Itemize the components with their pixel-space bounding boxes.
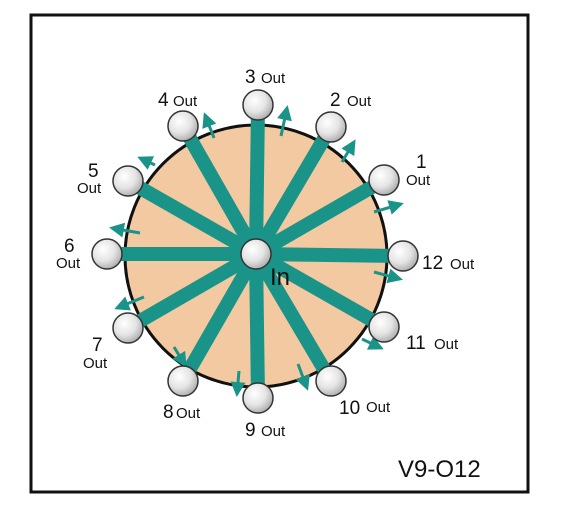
port-number-9: 9 [245, 420, 256, 441]
outflow-arrow-2 [340, 139, 356, 163]
port-out-label-6: Out [56, 255, 81, 272]
port-number-2: 2 [330, 90, 341, 111]
outlet-port-11 [368, 311, 400, 343]
port-out-label-12: Out [450, 256, 475, 273]
port-out-label-2: Out [347, 93, 372, 110]
port-out-label-1: Out [406, 172, 431, 189]
port-number-3: 3 [245, 67, 256, 88]
inlet-port [240, 238, 272, 270]
port-number-1: 1 [416, 152, 427, 173]
flow-channel-3 [249, 104, 265, 255]
outlet-ports [91, 89, 419, 414]
outflow-arrow-11 [361, 336, 384, 350]
port-number-8: 8 [163, 402, 174, 423]
port-number-4: 4 [158, 90, 169, 111]
outflow-arrow-3 [277, 105, 292, 137]
port-out-label-3: Out [261, 70, 286, 87]
flow-channel-10 [249, 250, 338, 385]
outflow-arrow-10 [295, 363, 310, 391]
port-number-10: 10 [339, 398, 360, 419]
outflow-arrow-6 [109, 222, 141, 238]
outlet-port-12 [387, 240, 419, 272]
outlet-port-4 [167, 110, 199, 142]
outlet-port-2 [315, 111, 347, 143]
outlet-port-7 [112, 312, 144, 344]
outflow-arrow-5 [137, 156, 156, 170]
outlet-port-1 [368, 164, 400, 196]
outflow-arrow-7 [114, 295, 145, 311]
port-out-label-9: Out [261, 423, 286, 440]
port-out-label-5: Out [77, 180, 102, 197]
port-number-5: 5 [88, 161, 99, 182]
outlet-port-10 [315, 365, 347, 397]
outflow-arrow-12 [373, 268, 403, 284]
port-out-label-11: Out [434, 336, 459, 353]
port-number-6: 6 [64, 236, 75, 257]
flow-channel-9 [249, 253, 265, 399]
outlet-port-9 [242, 382, 274, 414]
outlet-port-3 [242, 89, 274, 121]
outlet-port-6 [91, 238, 123, 270]
model-label: V9-O12 [398, 456, 481, 483]
port-out-label-8: Out [176, 405, 201, 422]
flow-channel-5 [124, 174, 260, 261]
outflow-arrow-8 [172, 346, 187, 368]
flow-channel-8 [176, 250, 263, 385]
center-label: In [270, 264, 290, 291]
port-out-label-10: Out [366, 399, 391, 416]
flow-channels [107, 104, 404, 399]
port-out-label-4: Out [173, 93, 198, 110]
outflow-arrow-1 [373, 200, 404, 215]
port-out-label-7: Out [83, 355, 108, 372]
port-number-12: 12 [422, 253, 443, 274]
flow-channel-1 [252, 173, 388, 261]
outlet-port-8 [167, 365, 199, 397]
outflow-arrow-4 [202, 112, 217, 139]
port-number-7: 7 [92, 335, 103, 356]
port-number-11: 11 [406, 333, 426, 354]
flow-channel-7 [124, 247, 260, 335]
flow-channel-2 [249, 123, 338, 258]
outflow-arrow-9 [230, 370, 246, 397]
flow-channel-12 [255, 247, 404, 263]
outlet-port-5 [112, 165, 144, 197]
flow-channel-11 [252, 247, 388, 334]
outflow-arrows [109, 105, 404, 397]
flow-channel-4 [176, 122, 263, 258]
